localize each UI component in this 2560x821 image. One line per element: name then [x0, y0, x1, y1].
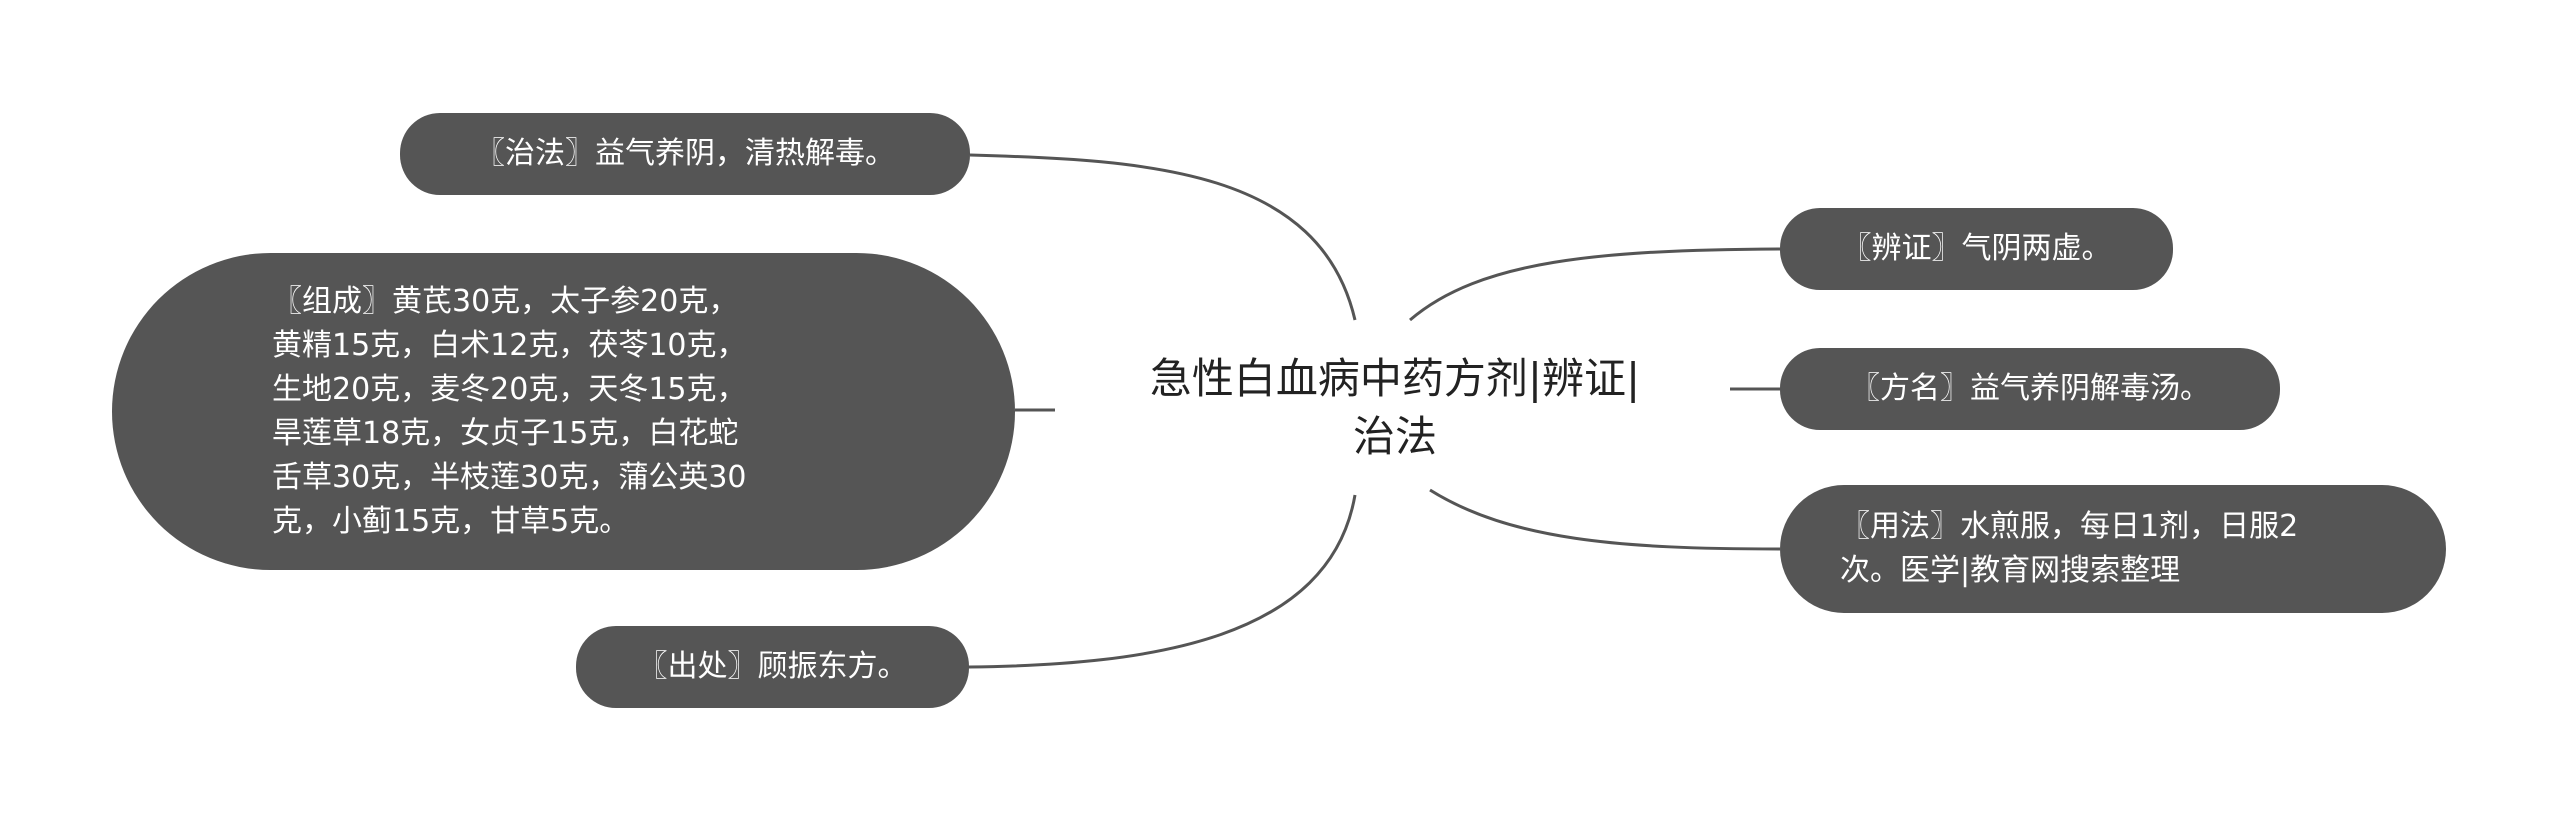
- composition-line-6: 克，小蓟15克，甘草5克。: [272, 503, 630, 539]
- node-source[interactable]: 〖出处〗顾振东方。: [576, 626, 969, 708]
- node-source-text: 〖出处〗顾振东方。: [637, 649, 908, 684]
- link-zhifa: [969, 153, 1357, 321]
- composition-line-5: 舌草30克，半枝莲30克，蒲公英30: [272, 459, 747, 495]
- node-syndrome[interactable]: 〖辨证〗气阴两虚。: [1780, 208, 2173, 290]
- link-bianzheng: [1409, 247, 1781, 322]
- node-treatment-method[interactable]: 〖治法〗益气养阴，清热解毒。: [400, 113, 970, 195]
- composition-line-2: 黄精15克，白术12克，茯苓10克，: [272, 327, 747, 363]
- node-usage-text: 〖用法〗水煎服，每日1剂，日服2 次。医学|教育网搜索整理: [1840, 505, 2298, 593]
- central-topic-line-2: 治法: [1352, 412, 1437, 461]
- usage-line-2: 次。医学|教育网搜索整理: [1840, 553, 2181, 588]
- node-syndrome-text: 〖辨证〗气阴两虚。: [1841, 231, 2112, 266]
- node-usage[interactable]: 〖用法〗水煎服，每日1剂，日服2 次。医学|教育网搜索整理: [1780, 485, 2446, 613]
- node-composition-text: 〖组成〗黄芪30克，太子参20克， 黄精15克，白术12克，茯苓10克， 生地2…: [272, 280, 747, 544]
- link-yongfa: [1429, 488, 1781, 551]
- node-composition[interactable]: 〖组成〗黄芪30克，太子参20克， 黄精15克，白术12克，茯苓10克， 生地2…: [112, 253, 1015, 570]
- composition-line-1: 〖组成〗黄芪30克，太子参20克，: [272, 283, 739, 319]
- node-formula-name-text: 〖方名〗益气养阴解毒汤。: [1850, 371, 2210, 406]
- usage-line-1: 〖用法〗水煎服，每日1剂，日服2: [1840, 509, 2299, 544]
- link-chuchu: [968, 494, 1357, 669]
- node-treatment-method-text: 〖治法〗益气养阴，清热解毒。: [475, 136, 895, 171]
- composition-line-4: 旱莲草18克，女贞子15克，白花蛇: [272, 415, 739, 451]
- node-formula-name[interactable]: 〖方名〗益气养阴解毒汤。: [1780, 348, 2280, 430]
- central-topic[interactable]: 急性白血病中药方剂|辨证| 治法: [1100, 350, 1690, 466]
- composition-line-3: 生地20克，麦冬20克，天冬15克，: [272, 371, 747, 407]
- central-topic-line-1: 急性白血病中药方剂|辨证|: [1149, 354, 1641, 403]
